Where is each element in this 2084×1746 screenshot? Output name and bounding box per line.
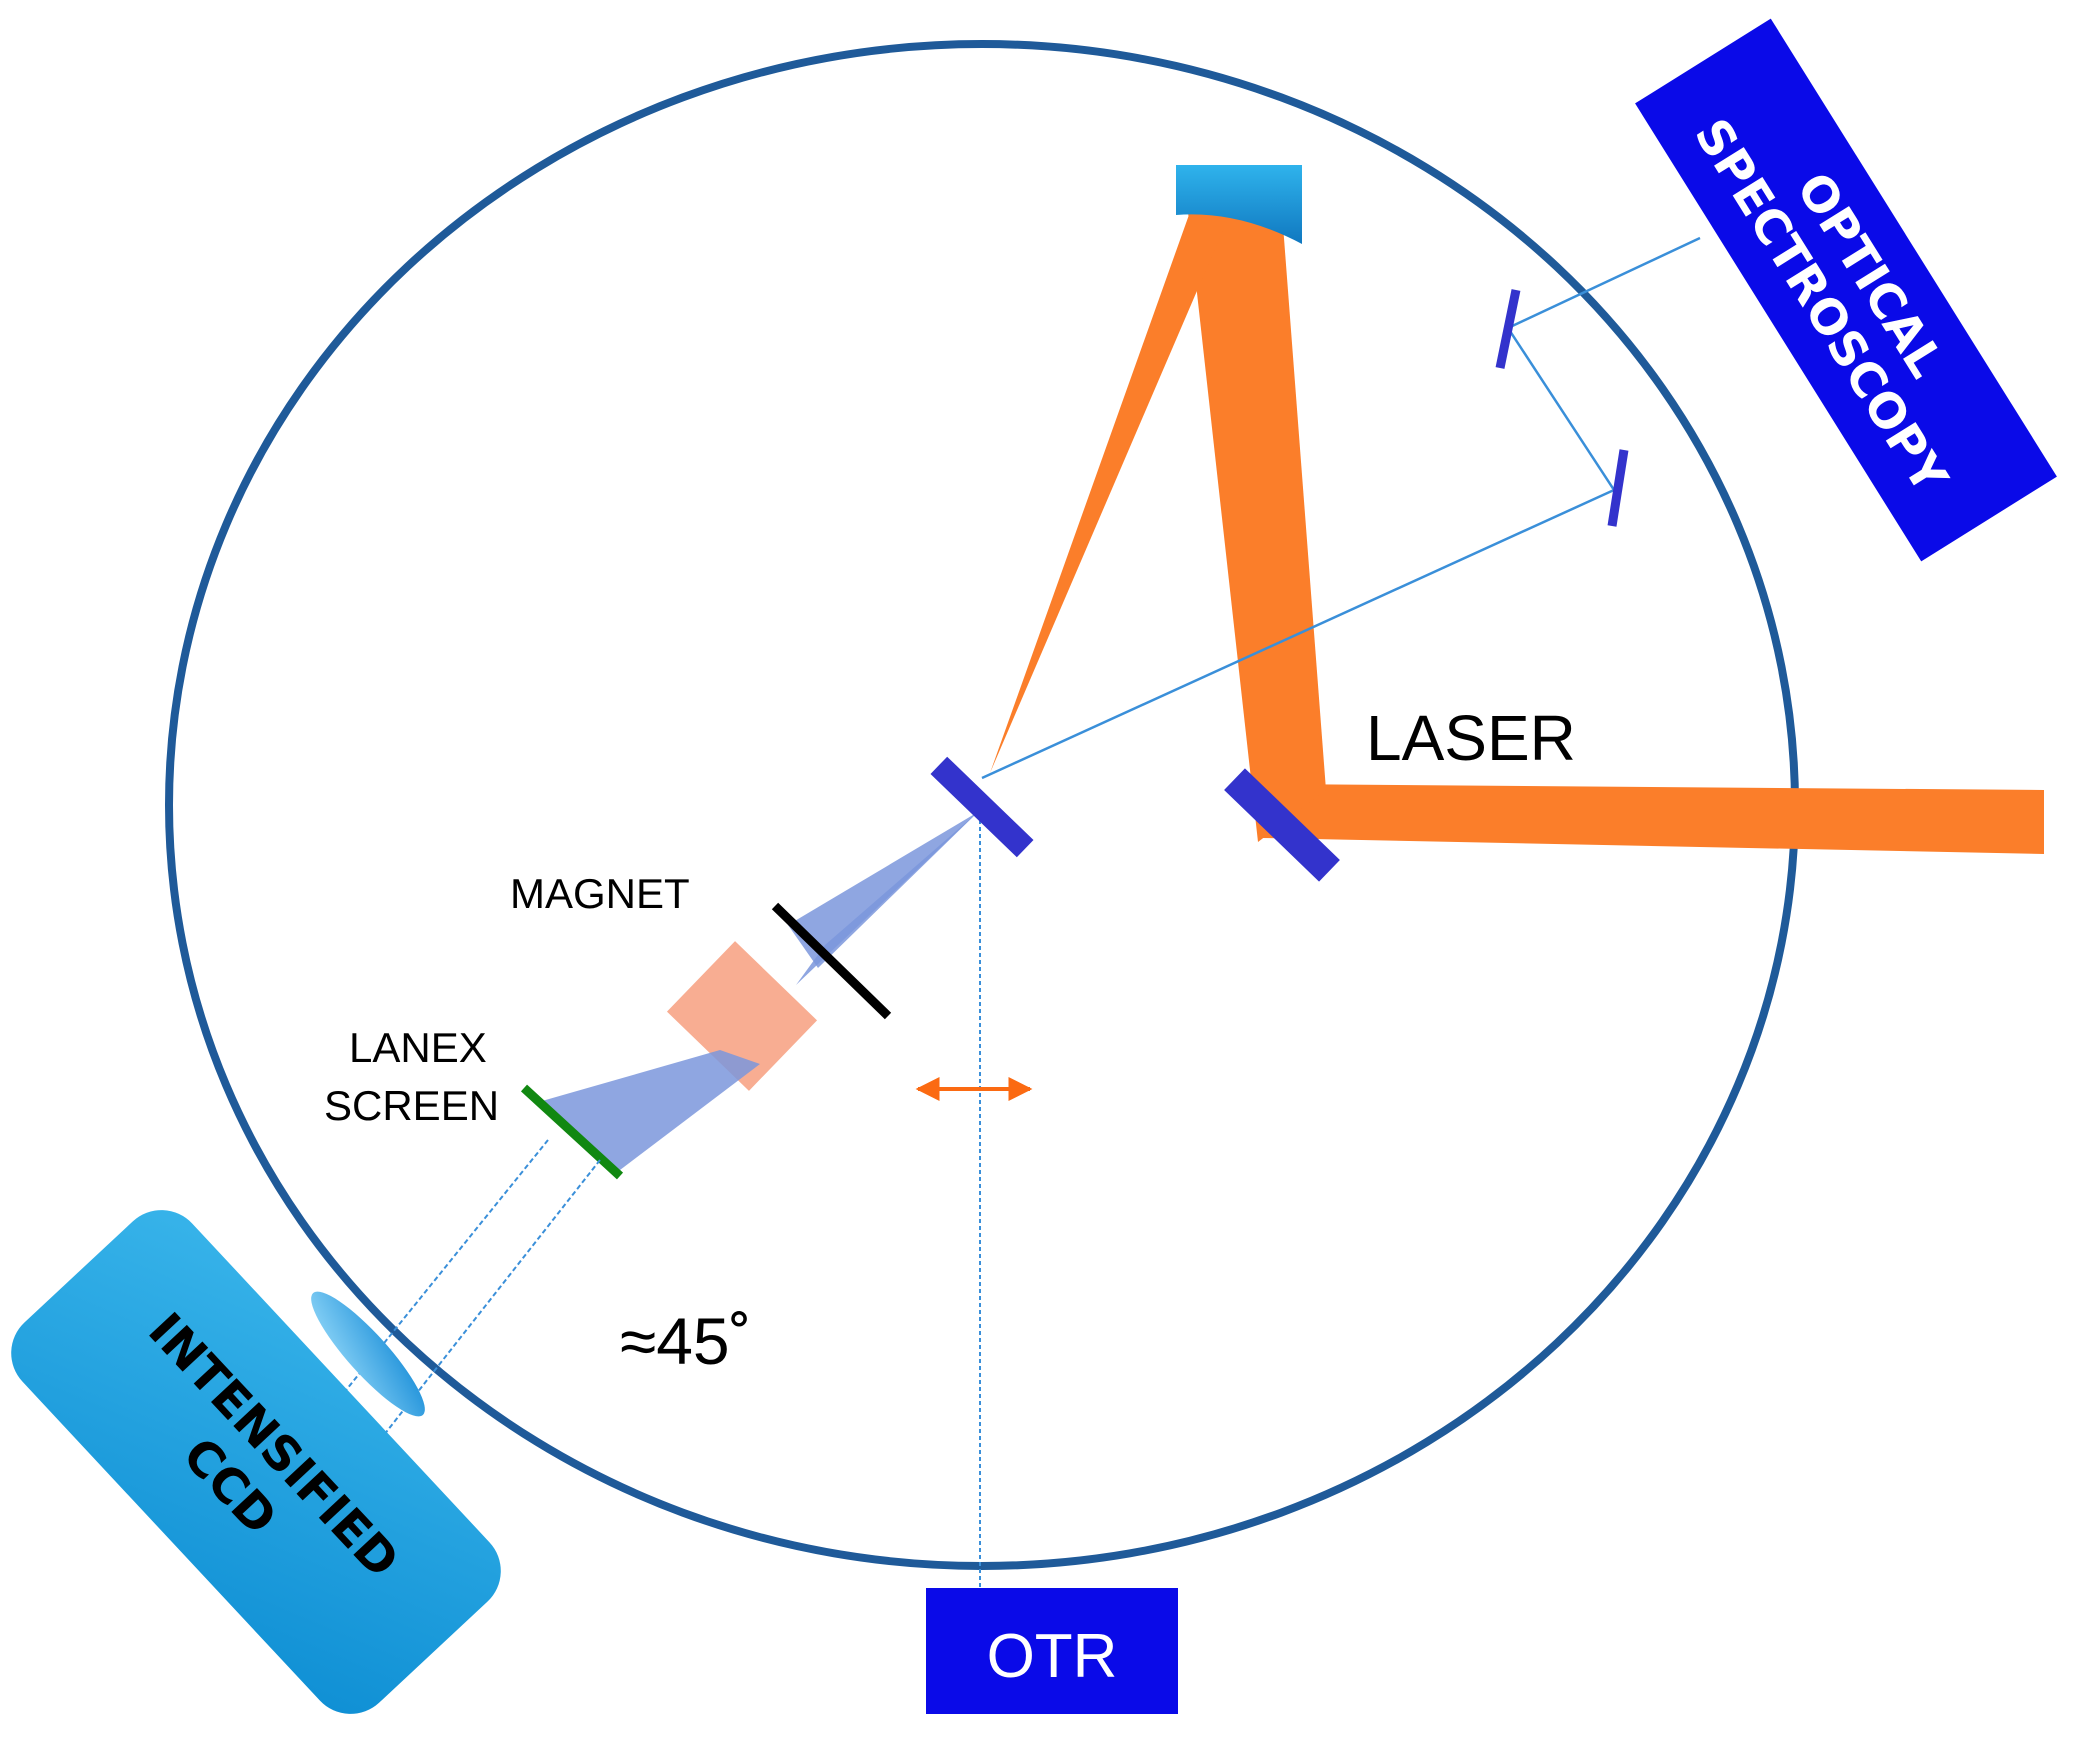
- lanex-screen: [520, 1084, 624, 1180]
- dispersed-electron-beam: [535, 1050, 760, 1170]
- laser-beam-to-parabola: [1188, 212, 1326, 842]
- angle-label: ≈45˚: [620, 1304, 752, 1378]
- laser-beam-focused-cone: [990, 212, 1230, 773]
- laser-turning-mirror: [1224, 768, 1340, 882]
- spectroscopy-mirror-1: [1495, 289, 1521, 369]
- laser-beam-input: [1262, 784, 2044, 854]
- lanex-label-line1: LANEX: [349, 1024, 487, 1071]
- electron-beam-cone-upper: [788, 812, 978, 968]
- otr-box: [926, 1588, 1178, 1714]
- intensified-ccd-box: INTENSIFIED CCD: [11, 1210, 501, 1714]
- laser-label: LASER: [1366, 702, 1576, 774]
- optical-spectroscopy-light-path: [981, 236, 1701, 780]
- otr-label: OTR: [987, 1622, 1118, 1691]
- collimator-slit: [771, 902, 892, 1020]
- optical-spectroscopy-box: OPTICAL SPECTROSCOPY: [1635, 18, 2057, 562]
- magnet: [666, 941, 818, 1091]
- interaction-target: [930, 756, 1034, 858]
- lanex-label-line2: SCREEN: [324, 1082, 499, 1129]
- magnet-label: MAGNET: [510, 870, 690, 917]
- focusing-mirror: [1176, 165, 1302, 244]
- spectroscopy-mirror-2: [1607, 449, 1629, 527]
- imaging-lens: [311, 1291, 425, 1417]
